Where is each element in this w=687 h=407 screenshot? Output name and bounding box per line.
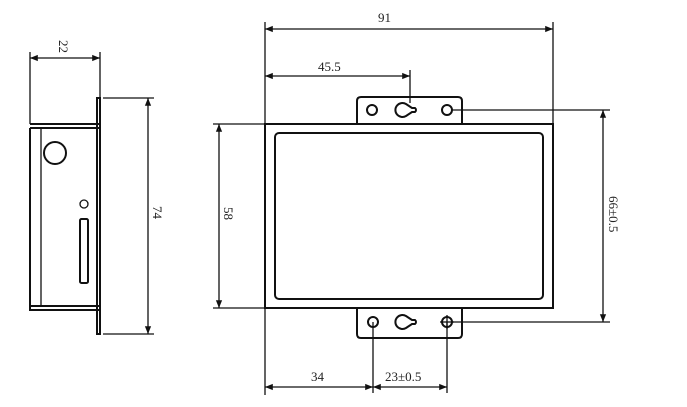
dim-side-height: 74 <box>150 206 165 220</box>
dim-total-width: 91 <box>378 10 391 25</box>
connector-icon <box>43 141 67 165</box>
dim-body-height: 58 <box>221 207 236 220</box>
dim-hole-spacing-vertical: 66±0.5 <box>606 196 621 232</box>
slot-icon <box>79 218 89 284</box>
dim-hole-spacing-horizontal: 23±0.5 <box>385 369 421 384</box>
front-view <box>264 96 554 339</box>
side-view: 22 74 <box>29 40 165 335</box>
dim-hole-offset: 45.5 <box>318 59 341 74</box>
dim-side-width: 22 <box>56 40 71 53</box>
dim-left-to-hole: 34 <box>311 369 325 384</box>
led-icon <box>79 199 89 209</box>
